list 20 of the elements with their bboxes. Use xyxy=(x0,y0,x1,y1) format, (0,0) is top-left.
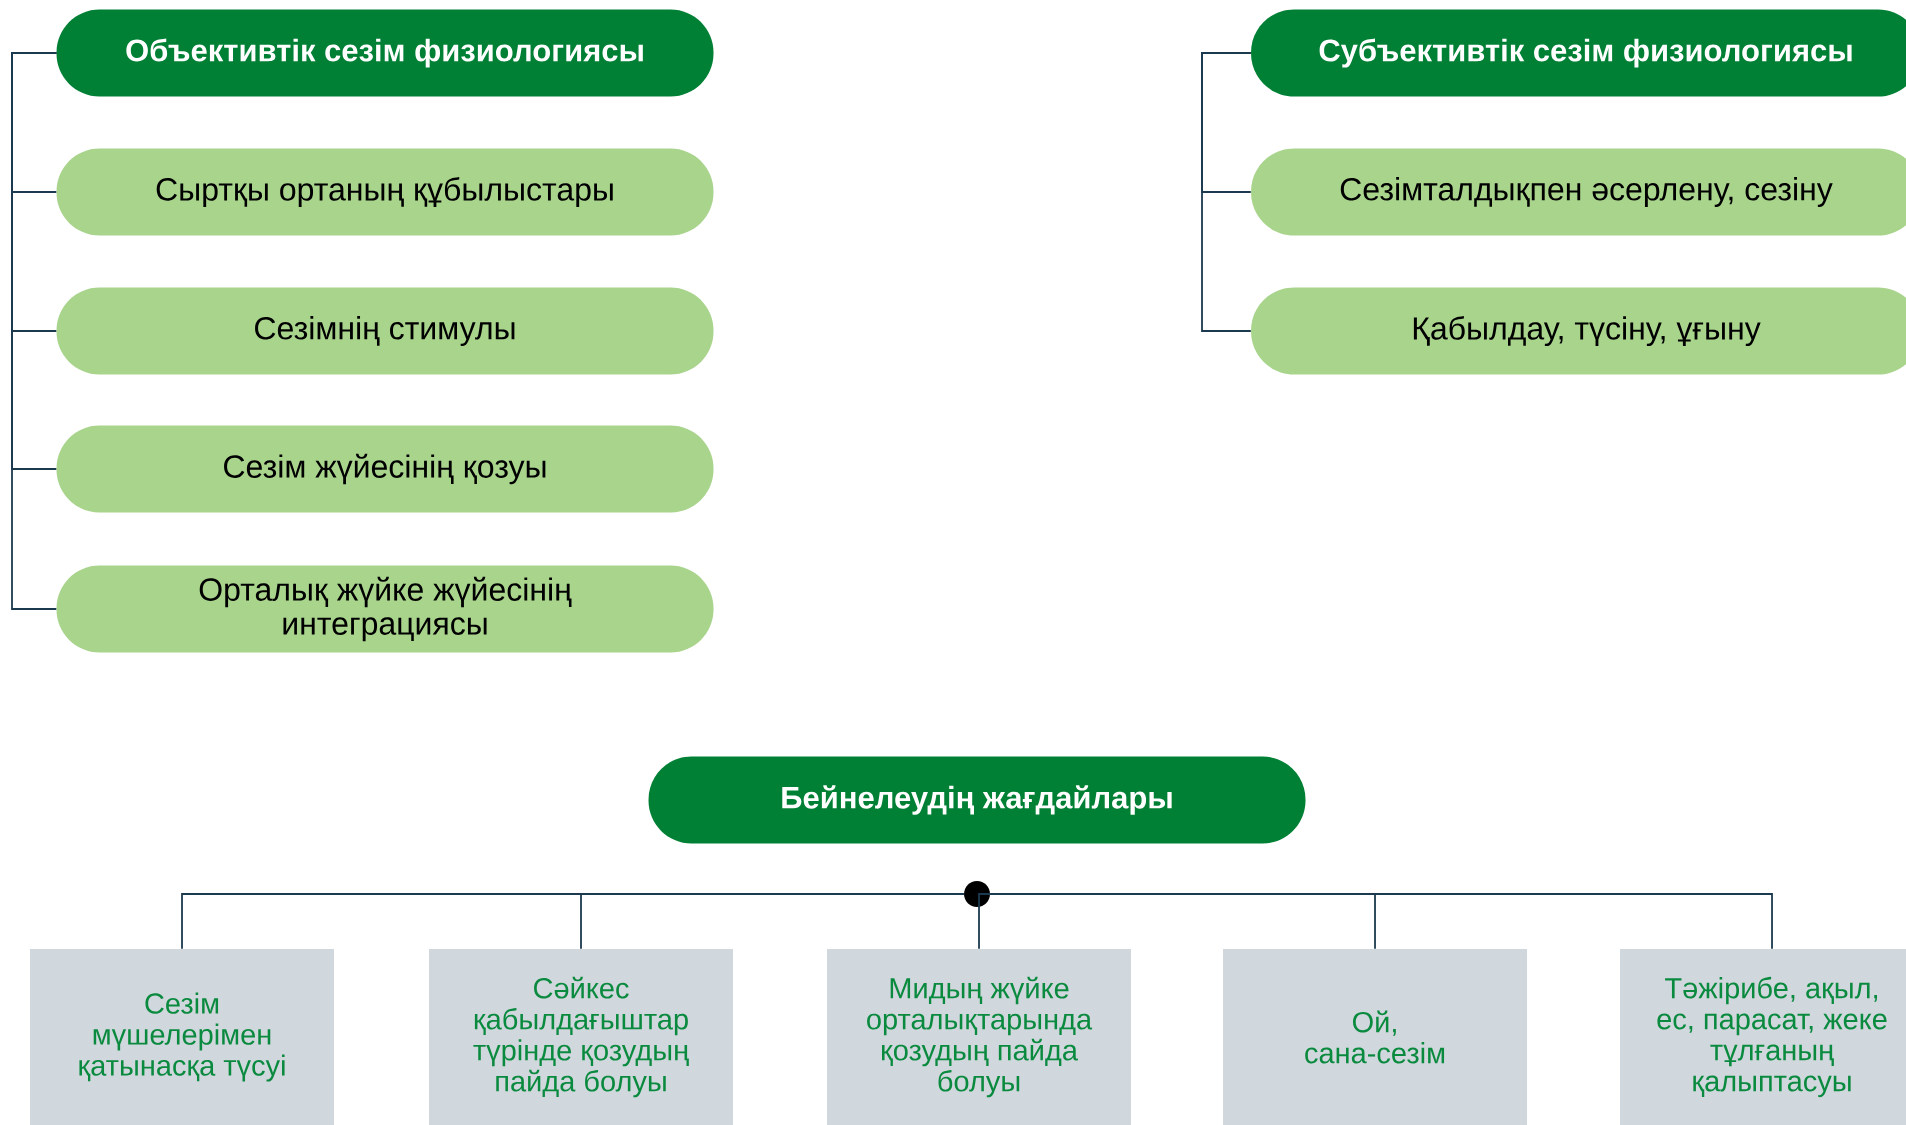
item-pill: Сезімталдықпен әсерлену, сезіну xyxy=(1251,148,1906,236)
item-pill: Сыртқы ортаның құбылыстары xyxy=(56,148,714,236)
connector-line xyxy=(11,52,58,610)
heading-pill: Объективтік сезім физиологиясы xyxy=(56,9,714,97)
item-pill: Қабылдау, түсіну, ұғыну xyxy=(1251,287,1906,375)
connector-line xyxy=(1201,52,1252,332)
item-pill: Сезімнің стимулы xyxy=(56,287,714,375)
condition-box: Ой, сана-сезім xyxy=(1223,949,1527,1125)
connector-line xyxy=(580,893,965,950)
condition-box: Сезім мүшелерімен қатынасқа түсуі xyxy=(30,949,334,1125)
junction-dot xyxy=(964,881,990,907)
condition-box: Сәйкес қабылдағыштар түрінде қозудың пайда болуы xyxy=(429,949,733,1125)
heading-pill: Субъективтік сезім физиологиясы xyxy=(1251,9,1906,97)
connector-line xyxy=(978,893,992,950)
connector-line xyxy=(989,893,1773,950)
heading-pill: Бейнелеудің жағдайлары xyxy=(648,756,1306,844)
condition-box: Мидың жүйке орталықтарында қозудың пайда болуы xyxy=(827,949,1131,1125)
condition-box: Тәжірибе, ақыл, ес, парасат, жеке тұлғаның қалыптасуы xyxy=(1620,949,1906,1125)
item-pill: Орталық жүйке жүйесінің интеграциясы xyxy=(56,565,714,653)
item-pill: Сезім жүйесінің қозуы xyxy=(56,425,714,513)
